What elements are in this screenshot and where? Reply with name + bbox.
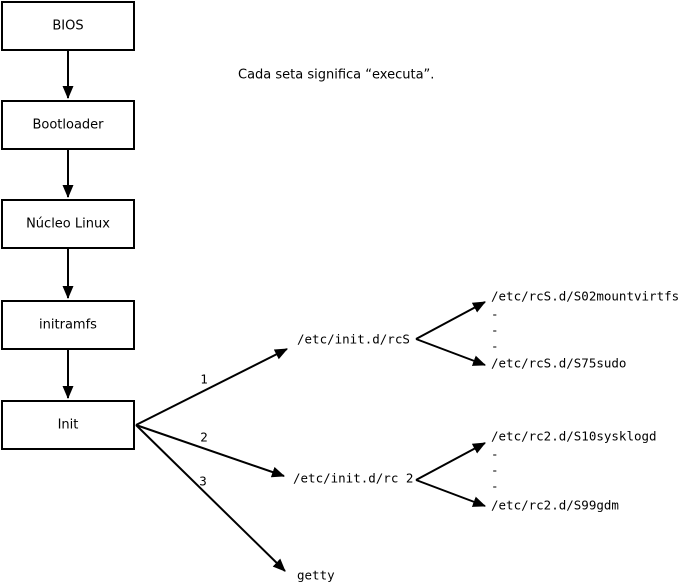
flow-box-init: Init <box>1 400 135 450</box>
flow-box-initramfs: initramfs <box>1 300 135 350</box>
rc2-ellipsis-dash-1: - <box>491 447 499 462</box>
arrow-rcs-to-s02mountvirtfs <box>415 301 486 340</box>
flow-box-bootloader: Bootloader <box>1 100 135 150</box>
nucleo-linux-label: Núcleo Linux <box>26 217 110 232</box>
arrow-init-to-getty <box>135 424 286 572</box>
arrow-rc2-to-s99gdm <box>415 479 486 507</box>
rcs-last-script-label: /etc/rcS.d/S75sudo <box>491 356 626 371</box>
init-box <box>1 400 135 450</box>
flow-box-bios: BIOS <box>1 1 135 51</box>
arrow-init-to-rc2 <box>135 424 285 478</box>
rcs-ellipsis-dash-1: - <box>491 307 499 322</box>
rcs-first-script-label: /etc/rcS.d/S02mountvirtfs <box>491 289 679 304</box>
bootloader-box <box>1 100 135 150</box>
flow-box-nucleo-linux: Núcleo Linux <box>1 199 135 249</box>
bios-box <box>1 1 135 51</box>
rc2-last-script-label: /etc/rc2.d/S99gdm <box>491 498 619 513</box>
rcs-script-label: /etc/init.d/rcS <box>297 332 410 347</box>
getty-label: getty <box>297 568 335 583</box>
rc2-first-script-label: /etc/rc2.d/S10sysklogd <box>491 429 657 444</box>
arrow-meaning-note: Cada seta significa “executa”. <box>238 68 434 83</box>
arrow-init-to-rcs <box>135 348 288 426</box>
arrow-rcs-to-s75sudo <box>415 338 486 366</box>
branch-1-number: 1 <box>200 372 208 387</box>
rcs-ellipsis-dash-2: - <box>491 323 499 338</box>
init-label: Init <box>58 418 79 433</box>
bios-label: BIOS <box>52 19 83 34</box>
bootloader-label: Bootloader <box>32 118 104 133</box>
initramfs-box <box>1 300 135 350</box>
branch-3-number: 3 <box>199 474 207 489</box>
branch-2-number: 2 <box>200 430 208 445</box>
rc2-ellipsis-dash-3: - <box>491 479 499 494</box>
initramfs-label: initramfs <box>39 318 97 333</box>
rc2-ellipsis-dash-2: - <box>491 463 499 478</box>
rcs-ellipsis-dash-3: - <box>491 339 499 354</box>
arrow-rc2-to-s10sysklogd <box>415 442 486 481</box>
rc2-script-label: /etc/init.d/rc 2 <box>293 471 413 486</box>
